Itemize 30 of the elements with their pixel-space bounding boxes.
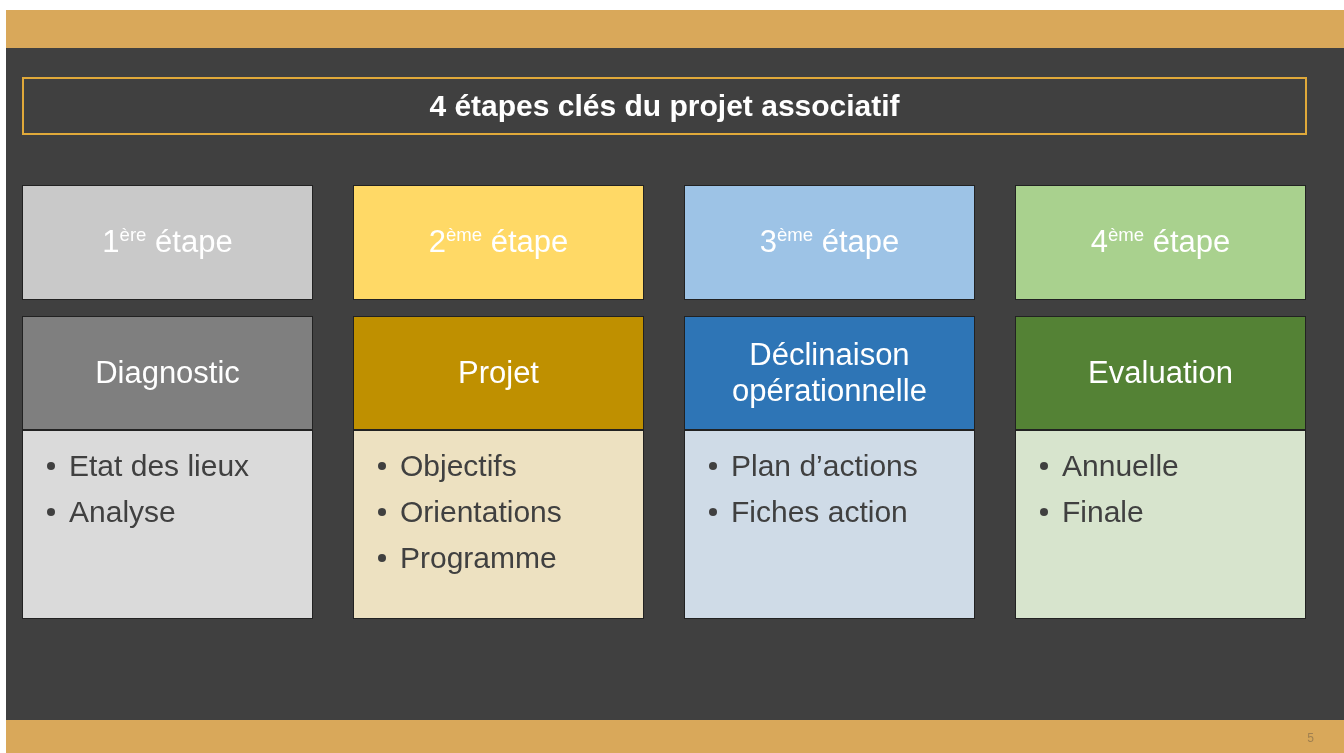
title-banner: 4 étapes clés du projet associatif xyxy=(22,77,1307,135)
step-label: 3$^{ème}$ étape xyxy=(759,224,900,261)
phase-title: Evaluation xyxy=(1088,355,1233,391)
phase-heading-box xyxy=(684,316,975,430)
bullet-item: Etat des lieux xyxy=(69,449,250,483)
phase-title: Déclinaison opérationnelle xyxy=(731,337,928,409)
bullet-item: Programme xyxy=(400,541,557,575)
phase-title: Diagnostic xyxy=(95,355,240,391)
bullet-item: Plan d’actions xyxy=(731,449,918,483)
bullet-item: Analyse xyxy=(69,495,176,529)
step-label: 4$^{ème}$ étape xyxy=(1090,224,1231,261)
bullet-list-box xyxy=(22,430,313,619)
phase-heading-box xyxy=(22,316,313,430)
bullet-item: Fiches action xyxy=(731,495,908,529)
step-box xyxy=(353,185,644,300)
bullet-list-box xyxy=(1015,430,1306,619)
page-number: 5 xyxy=(1307,731,1314,745)
phase-heading-box xyxy=(353,316,644,430)
step-label: 2$^{ème}$ étape xyxy=(428,224,569,261)
step-box xyxy=(684,185,975,300)
bullet-list-box xyxy=(353,430,644,619)
step-box xyxy=(1015,185,1306,300)
phase-heading-box xyxy=(1015,316,1306,430)
step-box xyxy=(22,185,313,300)
phase-title: Projet xyxy=(458,355,539,391)
bullet-item: Objectifs xyxy=(400,449,517,483)
bullet-item: Finale xyxy=(1062,495,1144,529)
bullet-item: Orientations xyxy=(400,495,562,529)
bullet-item: Annuelle xyxy=(1062,449,1179,483)
bullet-list-box xyxy=(684,430,975,619)
